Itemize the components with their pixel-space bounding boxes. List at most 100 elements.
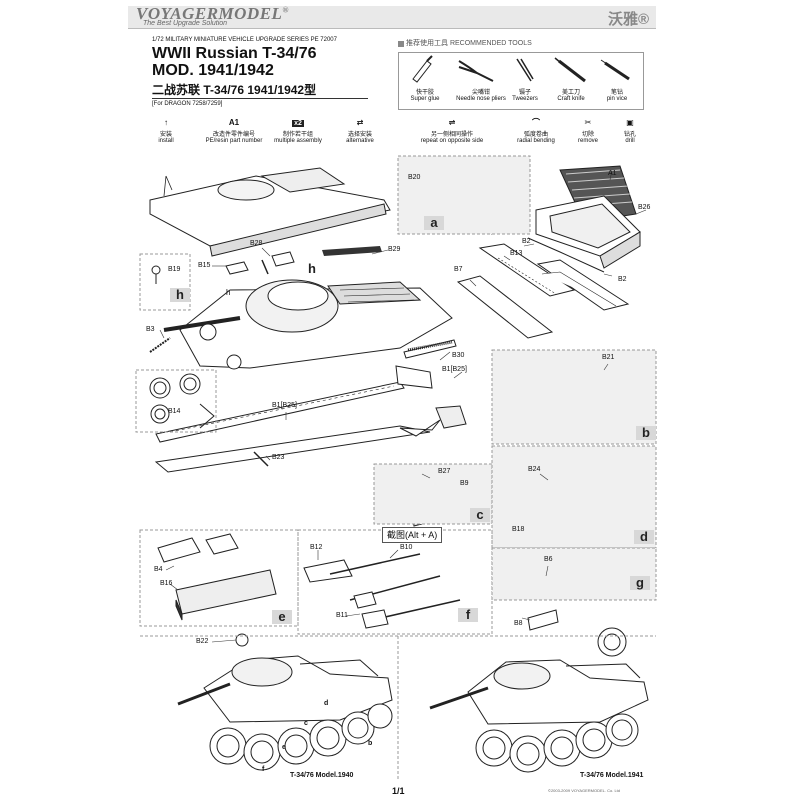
wheel-letter-f: f [262, 766, 265, 773]
label-b1b25-left: B1[B25] [272, 402, 297, 409]
label-b16: B16 [160, 580, 173, 587]
label-b7: B7 [454, 266, 463, 273]
label-b9: B9 [460, 480, 469, 487]
label-b27: B27 [438, 468, 451, 475]
panel-h [139, 253, 191, 311]
tag-f: f [458, 608, 478, 622]
tag-c: c [470, 508, 490, 522]
tag-d: d [634, 530, 654, 544]
tank-left-drawing [177, 633, 393, 771]
wheel-letter-d: d [324, 700, 329, 707]
label-b2-bottom: B2 [618, 276, 627, 283]
label-b14: B14 [168, 408, 181, 415]
cut-icon: ✂ [584, 118, 592, 127]
rear-deck-drawing [149, 167, 391, 257]
label-b23: B23 [272, 454, 285, 461]
bottom-divider [140, 635, 656, 780]
wheel-letter-c: c [304, 720, 308, 727]
label-b12: B12 [310, 544, 323, 551]
b29-strip [322, 246, 382, 256]
engine-deck-plates [456, 243, 630, 339]
header-bar [128, 6, 656, 29]
tank-right-drawing [429, 659, 649, 773]
b3-part [149, 337, 171, 353]
caption-model-1941: T-34/76 Model.1941 [580, 772, 644, 779]
label-b30: B30 [452, 352, 465, 359]
label-b2-top: B2 [522, 238, 531, 245]
series-line: 1/72 MILITARY MINIATURE VEHICLE UPGRADE … [152, 37, 337, 43]
glue-tube-icon [412, 55, 433, 83]
label-b19: B19 [168, 266, 181, 273]
caption-model-1940: T-34/76 Model.1940 [290, 772, 354, 779]
label-h-hull: h [226, 288, 231, 297]
tag-h-hull: h [302, 262, 322, 276]
leader-lines [159, 169, 647, 643]
label-b21: B21 [602, 354, 615, 361]
label-b8: B8 [514, 620, 523, 627]
title-line-1: WWII Russian T-34/76 [152, 45, 317, 62]
title-divider [152, 98, 368, 99]
label-b11: B11 [336, 612, 348, 619]
label-b15: B15 [198, 262, 211, 269]
label-b18: B18 [512, 526, 525, 533]
panel-d [491, 445, 657, 549]
hull-turret-drawing [163, 279, 453, 370]
tag-e: e [272, 610, 292, 624]
wheel-letter-e: e [282, 744, 286, 751]
copyright: ©2003-2009 VOYAGERMODEL. Co. Ltd [548, 788, 621, 793]
label-b29: B29 [388, 246, 401, 253]
alternative-icon: ⇄ [356, 118, 364, 127]
small-fittings [151, 251, 295, 284]
label-b24: B24 [528, 466, 541, 473]
tweezers-icon [516, 58, 534, 82]
label-b6: B6 [544, 556, 553, 563]
pliers-icon [458, 60, 494, 82]
screenshot-shortcut-chip[interactable]: 截图(Alt + A) [382, 527, 443, 543]
multiply-icon: x2 [292, 120, 304, 127]
tag-g: g [630, 576, 650, 590]
label-b13: B13 [510, 250, 523, 257]
panel-b [491, 349, 657, 445]
label-b1b25-right: B1[B25] [442, 366, 467, 373]
panel-f-parts [303, 553, 461, 629]
label-b4: B4 [154, 566, 163, 573]
title-line-2: MOD. 1941/1942 [152, 62, 274, 79]
tag-b: b [636, 426, 656, 440]
repeat-icon: ⇌ [448, 118, 456, 127]
label-b22: B22 [196, 638, 209, 645]
label-b28: B28 [250, 240, 263, 247]
b14-headlights [149, 373, 215, 429]
brand-cn-logo: 沃雅® [608, 11, 650, 28]
bend-icon: ⌒ [532, 118, 540, 127]
drill-icon: ▣ [626, 118, 634, 127]
panel-g [491, 547, 657, 601]
tag-h: h [170, 288, 190, 302]
label-b3: B3 [146, 326, 155, 333]
pin-vice-icon [600, 59, 630, 81]
title-line-cn: 二战苏联 T-34/76 1941/1942型 [152, 83, 317, 97]
label-b10: B10 [400, 544, 413, 551]
panel-b14 [135, 369, 217, 433]
engine-grille-set [527, 165, 641, 273]
for-kit-line: [For DRAGON 7258/7259] [152, 101, 223, 107]
brand-tagline: The Best Upgrade Solution [143, 20, 228, 27]
tag-a: a [424, 216, 444, 230]
wheel-letter-b: b [368, 740, 373, 747]
brand-logo: VOYAGERMODEL® [136, 4, 289, 23]
install-arrow-icon: ↑ [164, 118, 168, 127]
tools-square-icon [398, 41, 404, 47]
